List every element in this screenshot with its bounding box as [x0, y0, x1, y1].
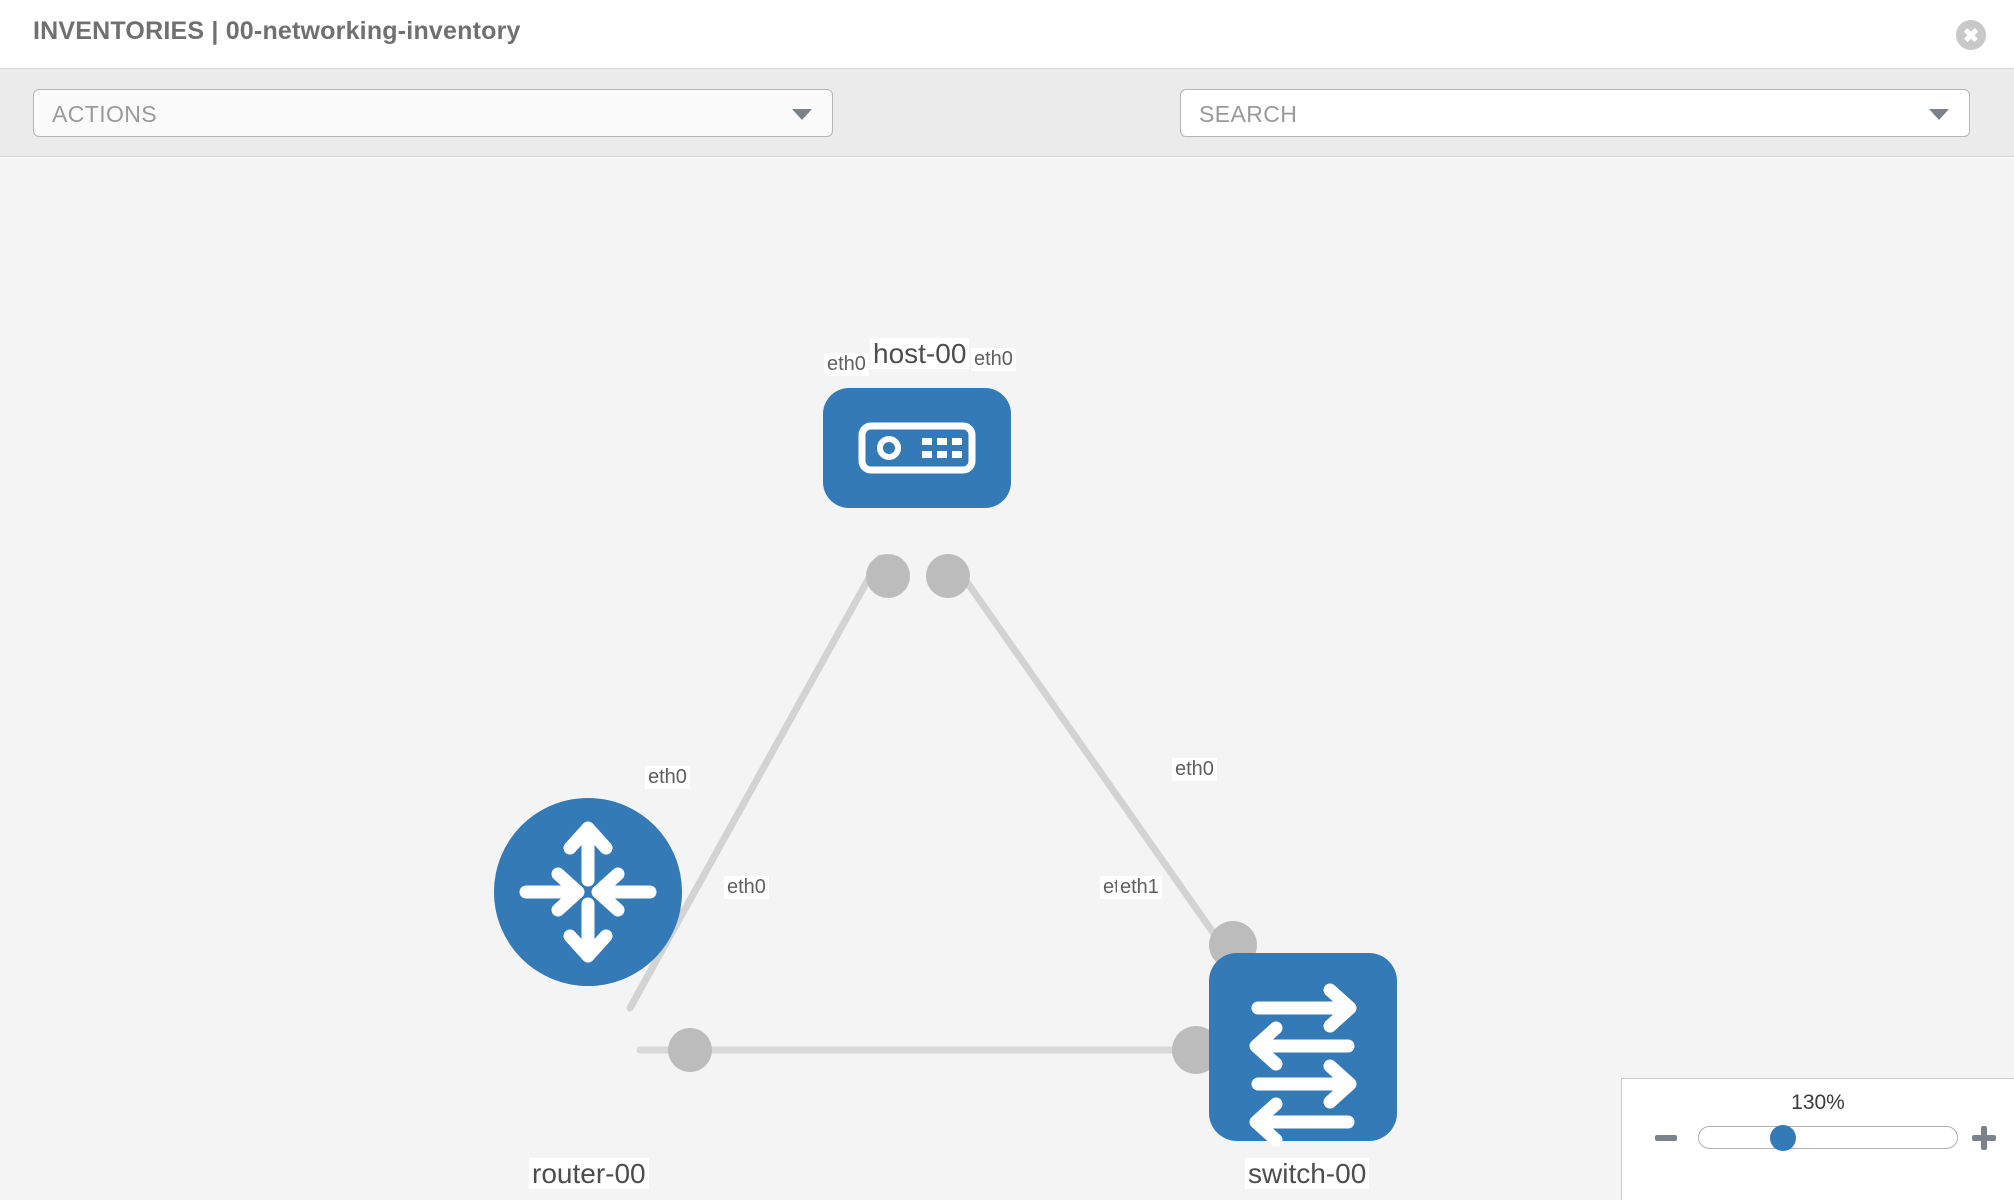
chevron-down-icon	[1929, 109, 1949, 120]
node-router-00	[494, 798, 682, 986]
close-icon[interactable]	[1956, 20, 1986, 50]
iface-label-router-right: eth0	[724, 876, 769, 899]
switch-icon	[1249, 983, 1357, 1147]
server-icon	[858, 422, 976, 474]
toolbar: ACTIONS SEARCH	[0, 69, 2014, 196]
actions-dropdown[interactable]: ACTIONS	[33, 89, 833, 137]
endpoint-host-right	[926, 554, 970, 598]
topology-graph	[494, 388, 1397, 1147]
router-icon	[519, 821, 657, 963]
node-label-router-00: router-00	[529, 1158, 649, 1190]
search-input[interactable]: SEARCH	[1180, 89, 1970, 137]
search-placeholder-label: SEARCH	[1199, 101, 1298, 127]
zoom-slider-thumb[interactable]	[1770, 1125, 1796, 1151]
iface-label-host-right: eth0	[971, 348, 1016, 371]
zoom-percent-label: 130%	[1791, 1091, 1845, 1114]
topology-canvas[interactable]: host-00 router-00 switch-00 eth0 eth0 et…	[0, 158, 2014, 1200]
chevron-down-icon	[792, 109, 812, 120]
node-label-switch-00: switch-00	[1245, 1158, 1370, 1190]
iface-label-switch-up: eth0	[1172, 758, 1217, 781]
iface-label-router-up: eth0	[645, 766, 690, 789]
page-header: INVENTORIES | 00-networking-inventory	[0, 0, 2014, 69]
iface-label-switch-left: eth1	[1117, 876, 1162, 899]
endpoint-host-left	[866, 554, 910, 598]
link-host-switch	[946, 554, 1249, 982]
iface-label-host-left: eth0	[824, 353, 869, 376]
endpoint-router-right	[668, 1028, 712, 1072]
zoom-slider-track[interactable]	[1698, 1126, 1958, 1149]
zoom-out-button[interactable]	[1655, 1135, 1677, 1141]
topology-endpoints	[668, 554, 1257, 1074]
actions-dropdown-label: ACTIONS	[52, 101, 158, 127]
zoom-in-button[interactable]	[1972, 1126, 1996, 1150]
node-host-00	[823, 388, 1011, 508]
node-label-host-00: host-00	[870, 338, 970, 370]
endpoint-switch-left	[1172, 1026, 1220, 1074]
zoom-control-panel: 130%	[1621, 1078, 2014, 1200]
page-title: INVENTORIES | 00-networking-inventory	[33, 17, 521, 45]
topology-links	[626, 554, 1249, 1054]
node-switch-00	[1209, 953, 1397, 1147]
